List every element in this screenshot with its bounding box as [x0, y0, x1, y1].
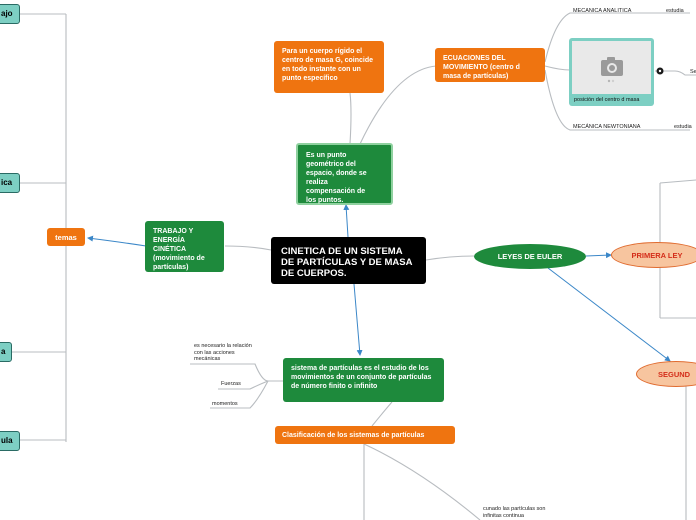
estudia-bottom-label: estudia [674, 124, 692, 130]
left-node-lower[interactable]: a [0, 342, 12, 362]
clasificacion-node[interactable]: Clasificación de los sistemas de partícu… [275, 426, 455, 444]
connector-clasificacion-note [363, 443, 481, 520]
ecuaciones-node[interactable]: ECUACIONES DEL MOVIMIENTO (centro d masa… [435, 48, 545, 82]
mecanica-newtoniana-label: MECÁNICA NEWTONIANA [573, 124, 641, 130]
side-text: Se [690, 69, 696, 75]
euler-label: LEYES DE EULER [497, 252, 563, 261]
primera-ley-label: PRIMERA LEY [631, 250, 683, 260]
punto-node[interactable]: Es un punto geométrico del espacio, dond… [296, 143, 393, 205]
segunda-ley-node[interactable]: SEGUND [636, 361, 696, 387]
left-node-top-label: ajo [1, 9, 13, 18]
primera-ley-node[interactable]: PRIMERA LEY [611, 242, 696, 268]
connector-image-right [655, 70, 696, 76]
mecanica-analitica-label: MECANICA ANALITICA [573, 8, 632, 14]
connector-ecuaciones-image [544, 65, 571, 71]
left-node-mid[interactable]: ica [0, 173, 20, 193]
connector-central-euler [425, 255, 475, 261]
rigido-label: Para un cuerpo rígido el centro de masa … [282, 48, 374, 82]
connector-sistema-fuerzas [218, 380, 269, 390]
sistema-label: sistema de partículas es el estudio de l… [291, 365, 432, 390]
connector-ecuaciones-top [544, 12, 690, 63]
arrow-trabajo-temas [87, 235, 147, 247]
rigido-node[interactable]: Para un cuerpo rígido el centro de masa … [274, 41, 384, 93]
connector-punto-ecuaciones [359, 65, 437, 145]
central-topic-label: CINETICA DE UN SISTEMA DE PARTÍCULAS Y D… [281, 246, 413, 279]
left-node-lower-label: a [1, 347, 6, 356]
camera-icon [601, 57, 623, 83]
connector-ecuaciones-bottom [544, 69, 690, 131]
left-node-top[interactable]: ajo [0, 4, 20, 24]
euler-node[interactable]: LEYES DE EULER [474, 244, 586, 269]
trabajo-node[interactable]: TRABAJO Y ENERGÍA CINÉTICA (movimiento d… [145, 221, 224, 272]
image-placeholder [572, 41, 651, 94]
sistema-node[interactable]: sistema de partículas es el estudio de l… [283, 358, 444, 402]
estudia-top-label: estudia [666, 8, 684, 14]
connector-sistema-momentos [210, 380, 269, 409]
sistema-note-relacion: es necesario la relación con las accione… [194, 343, 252, 362]
arrow-euler-primera [585, 252, 612, 259]
clasificacion-label: Clasificación de los sistemas de partícu… [282, 432, 425, 439]
temas-node[interactable]: temas [47, 228, 85, 246]
sistema-note-fuerzas: Fuerzas [221, 381, 241, 387]
trabajo-label: TRABAJO Y ENERGÍA CINÉTICA (movimiento d… [153, 228, 205, 271]
clasificacion-note: cunado las partículas son infinitas cont… [483, 506, 546, 519]
arrow-central-sistema [353, 283, 363, 356]
arrow-euler-segunda [547, 267, 671, 362]
left-node-mid-label: ica [1, 178, 13, 187]
arrow-central-punto [343, 204, 350, 238]
left-node-bottom-label: ula [1, 436, 13, 445]
temas-label: temas [55, 233, 77, 242]
image-node[interactable]: posición del centro d masa [569, 38, 654, 106]
left-node-bottom[interactable]: ula [0, 431, 20, 451]
connector-central-rigido [349, 92, 352, 145]
ecuaciones-label: ECUACIONES DEL MOVIMIENTO (centro d masa… [443, 55, 520, 80]
connector-sistema-notes [190, 363, 283, 382]
image-caption: posición del centro d masa [574, 97, 640, 103]
segunda-ley-label: SEGUND [658, 369, 691, 379]
connector-sistema-clasificacion [371, 401, 393, 427]
connector-primera-ley-right [659, 179, 696, 184]
sistema-note-momentos: momentos [212, 401, 238, 407]
connector-central-trabajo [224, 245, 272, 251]
punto-label: Es un punto geométrico del espacio, dond… [306, 152, 367, 204]
central-topic[interactable]: CINETICA DE UN SISTEMA DE PARTÍCULAS Y D… [271, 237, 426, 284]
